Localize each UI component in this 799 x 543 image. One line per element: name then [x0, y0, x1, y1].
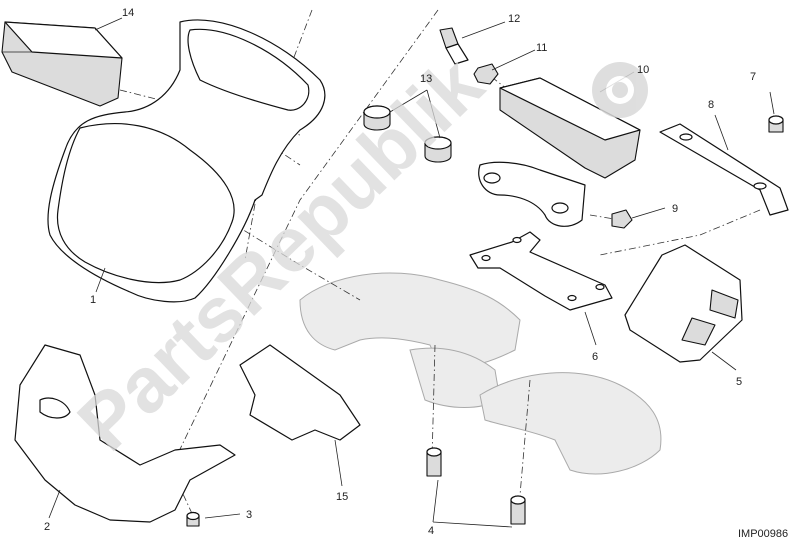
part-11-nut: [473, 63, 499, 85]
drawing-number: IMP00986: [738, 528, 788, 540]
part-5-switch-block: [624, 244, 743, 363]
callout-12: 12: [508, 13, 520, 25]
callout-4: 4: [428, 525, 434, 537]
phantom-clamp-assembly: [299, 272, 662, 475]
callout-5: 5: [736, 376, 742, 388]
gear-icon: [592, 62, 648, 118]
callout-8: 8: [708, 99, 714, 111]
part-14-rubber-pad: [1, 21, 123, 107]
part-12-stud: [439, 27, 469, 65]
bracket-under-housing: [478, 161, 586, 227]
part-8-bracket: [659, 123, 789, 216]
part-9-nut: [611, 209, 633, 229]
callout-3: 3: [246, 509, 252, 521]
callout-2: 2: [44, 521, 50, 533]
part-15-cover: [239, 344, 361, 441]
part-1-instrument-cover: [47, 19, 326, 303]
callout-labels: 14 1 2 3 4 5 6 7 8 9 10 11 12 13 15: [44, 7, 756, 537]
callout-13: 13: [420, 73, 432, 85]
part-4-screws: [426, 447, 526, 525]
callout-10: 10: [637, 64, 649, 76]
part-2-lower-cover: [14, 344, 236, 523]
part-10-housing: [499, 77, 641, 179]
callout-1: 1: [90, 294, 96, 306]
part-3-screw: [186, 511, 200, 527]
callout-6: 6: [592, 351, 598, 363]
callout-9: 9: [672, 203, 678, 215]
part-7-screw: [768, 115, 784, 133]
callout-11: 11: [536, 42, 547, 54]
callout-15: 15: [336, 491, 348, 503]
part-13-bushings: [363, 105, 452, 163]
callout-14: 14: [122, 7, 134, 19]
callout-7: 7: [750, 71, 756, 83]
part-6-plate: [469, 231, 613, 311]
